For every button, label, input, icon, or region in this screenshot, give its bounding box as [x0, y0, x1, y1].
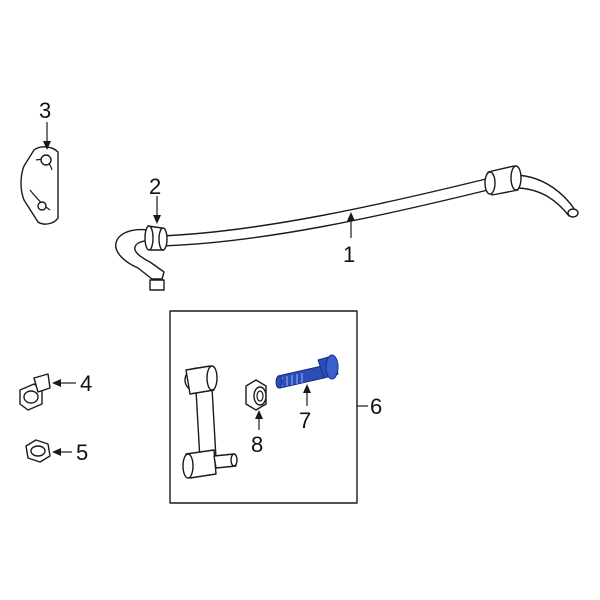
callout-5[interactable]: 5 — [76, 440, 88, 465]
callout-7[interactable]: 7 — [299, 408, 311, 433]
callout-1[interactable]: 1 — [343, 242, 355, 267]
callout-6[interactable]: 6 — [370, 394, 382, 419]
link-nut[interactable] — [245, 379, 267, 411]
callout-3[interactable]: 3 — [39, 98, 51, 123]
link-bolt-highlighted[interactable] — [275, 354, 339, 389]
bushing-bracket[interactable] — [20, 146, 59, 225]
callout-8[interactable]: 8 — [251, 432, 263, 457]
left-bushing[interactable] — [144, 225, 168, 251]
stabilizer-bar[interactable] — [115, 165, 579, 291]
stabilizer-link[interactable] — [182, 365, 238, 479]
callout-2[interactable]: 2 — [149, 174, 161, 199]
bracket-nut[interactable] — [25, 439, 51, 463]
bracket-bolt[interactable] — [19, 373, 51, 411]
link-kit-box[interactable] — [169, 310, 358, 504]
callout-4[interactable]: 4 — [80, 371, 92, 396]
